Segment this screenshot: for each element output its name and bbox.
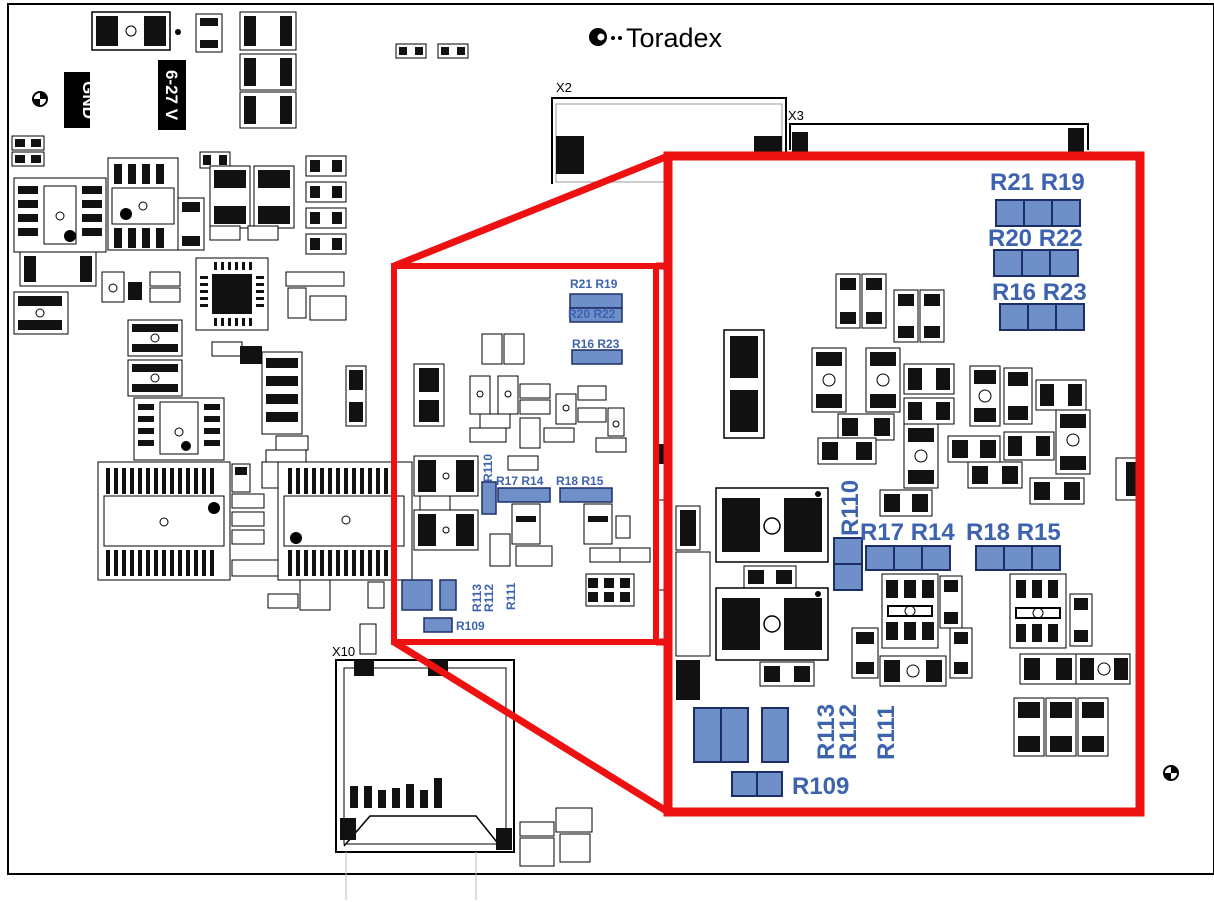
x2-label: X2 <box>556 80 572 95</box>
label-r16-r23-small: R16 R23 <box>572 337 620 351</box>
highlight-box-zoom <box>663 151 1145 817</box>
label-r113-small: R113 <box>470 584 484 612</box>
qfn-ic <box>195 257 347 331</box>
connector-x10: X10 <box>332 644 593 900</box>
toradex-logo-icon <box>589 28 622 46</box>
label-r18-r15-small: R18 R15 <box>556 474 604 488</box>
left-ic-cluster <box>11 135 347 335</box>
brand-name: Toradex <box>626 23 723 53</box>
highlight-box-small <box>391 263 659 645</box>
left-middle-components <box>127 319 367 465</box>
mounting-hole-icon <box>1163 765 1179 781</box>
x3-label: X3 <box>788 108 804 123</box>
soic-ic-right <box>277 461 413 581</box>
label-r18-r15: R18 R15 <box>966 519 1061 546</box>
x10-label: X10 <box>332 644 355 659</box>
gnd-text: GND <box>79 81 98 119</box>
label-r21-r19-small: R21 R19 <box>570 277 618 291</box>
label-r112: R112 <box>835 704 862 760</box>
label-r112-small: R112 <box>482 584 496 612</box>
power-voltage-text: 6-27 V <box>162 70 181 121</box>
label-r16-r23: R16 R23 <box>992 279 1087 306</box>
small-view-labels: R21 R19 R20 R22 R16 R23 R17 R14 R18 R15 … <box>456 277 620 633</box>
zoom-view-labels: R21 R19 R20 R22 R16 R23 R17 R14 R18 R15 … <box>792 169 1087 800</box>
label-r21-r19: R21 R19 <box>990 169 1085 196</box>
toradex-logo: Toradex <box>589 23 723 53</box>
misc-small-parts <box>231 461 385 655</box>
label-r20-r22-small: R20 R22 <box>568 307 616 321</box>
zoom-view-resistors <box>693 199 1085 797</box>
label-r109-small: R109 <box>456 619 485 633</box>
label-r17-r14-small: R17 R14 <box>496 474 544 488</box>
small-view-resistors <box>401 293 623 633</box>
small-view-parts <box>413 333 669 607</box>
label-r109: R109 <box>792 773 849 800</box>
power-label: 6-27 V <box>158 60 186 130</box>
label-r20-r22: R20 R22 <box>988 225 1083 252</box>
label-r113: R113 <box>813 704 840 760</box>
gnd-label: GND <box>64 72 98 128</box>
zoom-view-parts <box>675 273 1141 757</box>
mounting-hole-icon <box>32 91 48 107</box>
highlight-region-small: R21 R19 R20 R22 R16 R23 R17 R14 R18 R15 … <box>391 263 669 645</box>
label-r111: R111 <box>873 705 900 760</box>
label-r110: R110 <box>837 480 864 536</box>
label-r111-small: R111 <box>504 582 518 610</box>
soic-ic-left <box>97 461 231 581</box>
label-r110-small: R110 <box>481 454 495 482</box>
label-r17-r14: R17 R14 <box>860 519 955 546</box>
power-input-components <box>91 11 469 129</box>
zoom-view: R21 R19 R20 R22 R16 R23 R17 R14 R18 R15 … <box>663 151 1145 817</box>
connector-x3: X3 <box>788 108 1089 152</box>
